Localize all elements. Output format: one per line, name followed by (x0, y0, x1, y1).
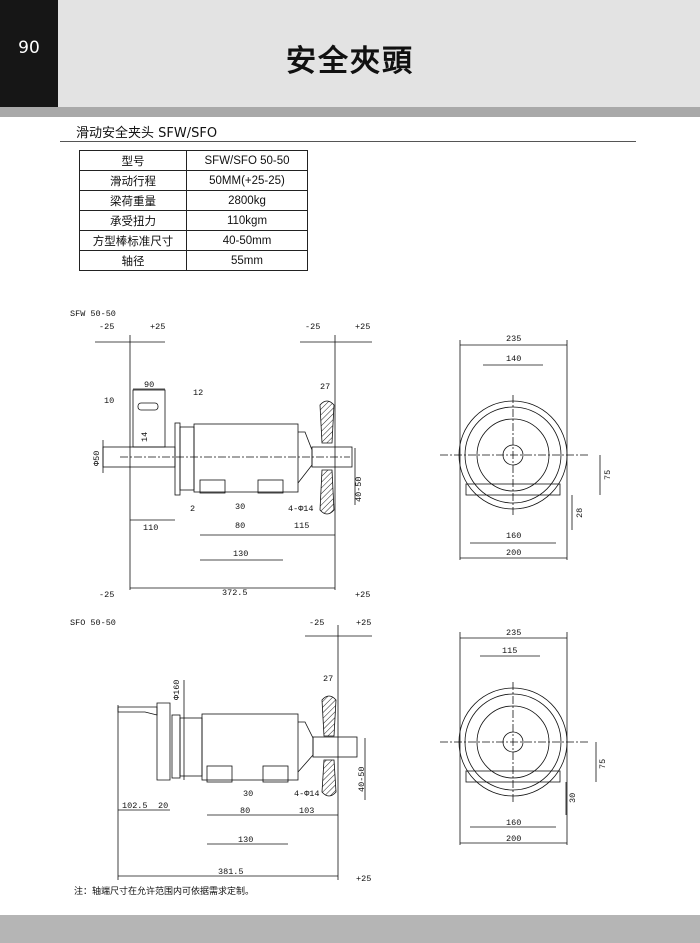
dim-label: 30 (235, 502, 245, 512)
dim-label: +25 (356, 618, 371, 628)
dim-label: Φ50 (92, 451, 102, 466)
dim-label: Φ160 (172, 680, 182, 700)
sfo-side-view (440, 632, 597, 845)
dim-label: 160 (506, 818, 521, 828)
sfo-label: SFO 50-50 (70, 618, 116, 628)
dim-label: 381.5 (218, 867, 244, 877)
dim-label: 2 (190, 504, 195, 514)
dim-label: 235 (506, 628, 521, 638)
footnote: 注：轴端尺寸在允许范围内可依据需求定制。 (74, 887, 255, 897)
dim-label: 40-50 (357, 766, 367, 792)
section-title: 滑动安全夹头 SFW/SFO (76, 126, 218, 141)
sfw-side-view (440, 340, 601, 560)
spec-value: 55mm (186, 250, 308, 271)
dim-label: 90 (144, 380, 154, 390)
dim-label: 372.5 (222, 588, 248, 598)
dim-label: 140 (506, 354, 521, 364)
dim-label: -25 (99, 590, 114, 600)
spec-key: 承受扭力 (79, 210, 187, 231)
dim-label: 10 (104, 396, 114, 406)
dim-label: 28 (575, 508, 585, 518)
sfo-front-view (117, 625, 372, 880)
dim-label: +25 (356, 874, 371, 884)
dim-label: 130 (233, 549, 248, 559)
spec-value: SFW/SFO 50-50 (186, 150, 308, 171)
dim-label: +25 (150, 322, 165, 332)
dim-label: 12 (193, 388, 203, 398)
header-divider (0, 107, 700, 117)
dim-label: 4-Φ14 (288, 504, 314, 514)
spec-key: 方型棒标准尺寸 (79, 230, 187, 251)
dim-label: -25 (309, 618, 324, 628)
dim-label: 30 (568, 793, 578, 803)
page-title: 安全夾頭 (286, 44, 414, 79)
spec-value: 40-50mm (186, 230, 308, 251)
section-underline (60, 141, 636, 142)
dim-label: 30 (243, 789, 253, 799)
spec-value: 50MM(+25-25) (186, 170, 308, 191)
footer-bar (0, 915, 700, 943)
dim-label: +25 (355, 590, 370, 600)
sfw-front-view (95, 335, 372, 590)
dim-label: 200 (506, 834, 521, 844)
dim-label: 75 (603, 470, 613, 480)
dim-label: 115 (294, 521, 309, 531)
dim-label: +25 (355, 322, 370, 332)
dim-label: 235 (506, 334, 521, 344)
dim-label: 110 (143, 523, 158, 533)
dim-label: 14 (140, 432, 150, 442)
dim-label: 115 (502, 646, 517, 656)
dim-label: 200 (506, 548, 521, 558)
dim-label: 80 (235, 521, 245, 531)
dim-label: -25 (305, 322, 320, 332)
dim-label: 130 (238, 835, 253, 845)
dim-label: 40-50 (354, 476, 364, 502)
dim-label: 4-Φ14 (294, 789, 320, 799)
page-header (0, 0, 700, 107)
dim-label: 75 (598, 759, 608, 769)
dim-label: 103 (299, 806, 314, 816)
dim-label: 27 (323, 674, 333, 684)
sfw-label: SFW 50-50 (70, 309, 116, 319)
dim-label: 20 (158, 801, 168, 811)
dim-label: 80 (240, 806, 250, 816)
page-number: 90 (0, 0, 58, 107)
dim-label: 27 (320, 382, 330, 392)
dim-label: 102.5 (122, 801, 148, 811)
dim-label: -25 (99, 322, 114, 332)
dim-label: 160 (506, 531, 521, 541)
